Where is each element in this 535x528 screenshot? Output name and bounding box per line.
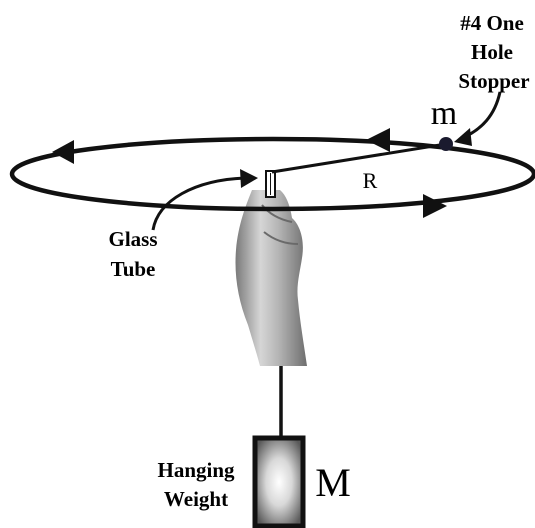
orbit-arrow-top-left xyxy=(52,140,74,164)
tube-label-line-2: Tube xyxy=(111,257,156,281)
radius-label: R xyxy=(363,168,378,193)
orbit-arrow-bottom xyxy=(423,194,447,218)
orbit-arrow-top-right xyxy=(366,128,390,152)
hand-arm xyxy=(235,190,307,366)
stopper-mass-dot xyxy=(439,137,453,151)
tube-label-line-1: Glass xyxy=(108,227,157,251)
mass-label: m xyxy=(431,95,457,132)
stopper-label-line-3: Stopper xyxy=(458,69,529,93)
stopper-label-line-2: Hole xyxy=(471,40,513,64)
weight-label-line-1: Hanging xyxy=(157,458,235,482)
hanging-weight xyxy=(252,435,306,528)
stopper-label-line-1: #4 One xyxy=(460,11,524,35)
weight-label-line-2: Weight xyxy=(164,487,228,511)
orbit-path xyxy=(9,136,535,212)
tube-pointer-line xyxy=(151,176,246,231)
radius-string xyxy=(271,142,447,174)
stopper-pointer-head xyxy=(454,128,472,146)
hanging-mass-label: M xyxy=(315,460,351,505)
tube-pointer-head xyxy=(240,169,258,188)
